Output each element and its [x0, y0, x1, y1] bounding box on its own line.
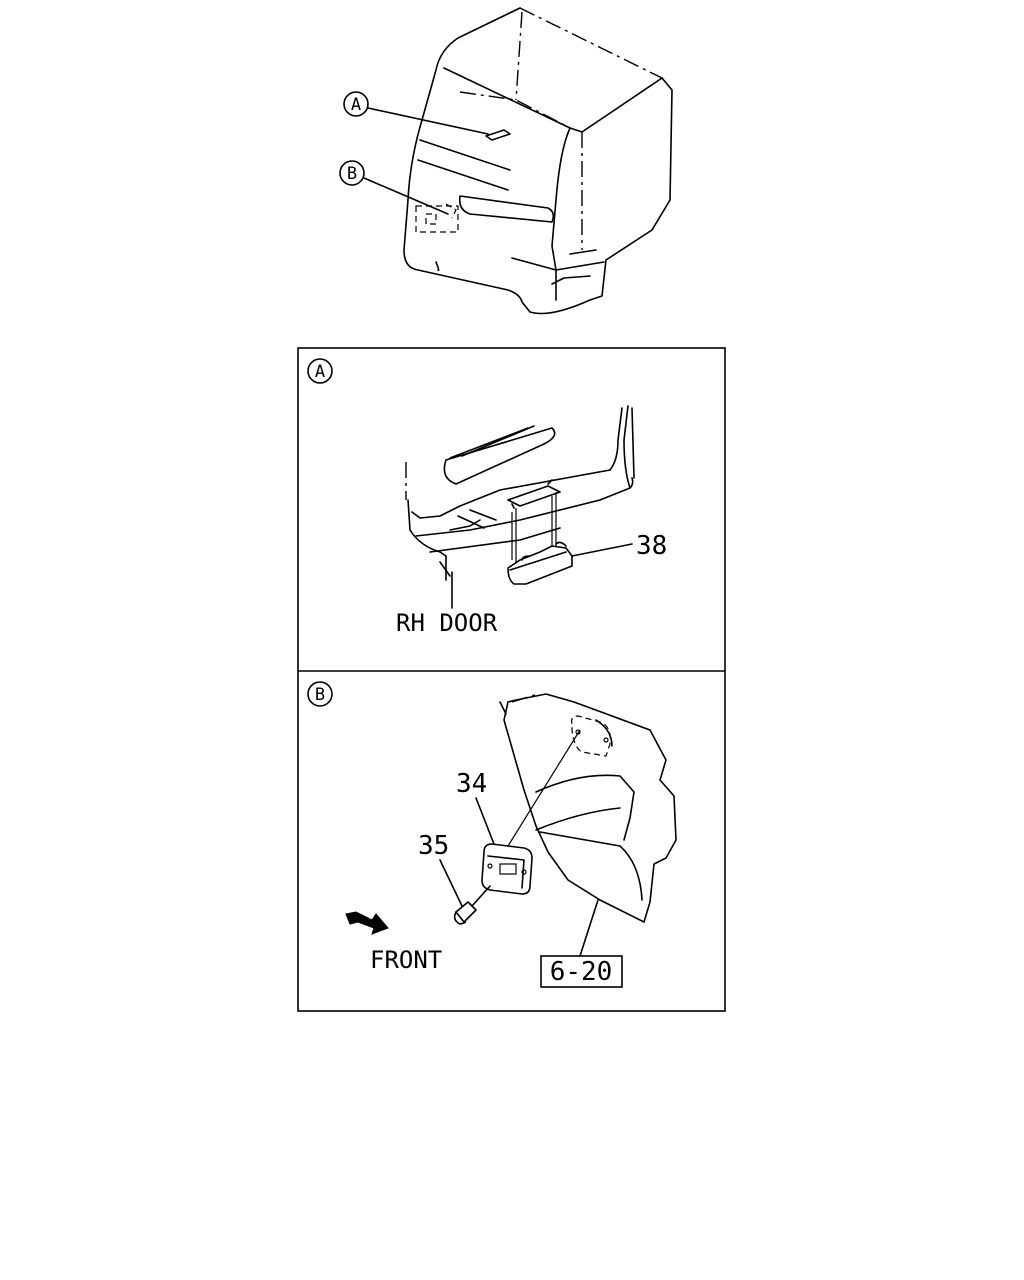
part-35-number: 35 [418, 831, 449, 861]
callout-a-label: A [351, 95, 361, 115]
part-34-plate [481, 843, 533, 895]
front-label: FRONT [370, 946, 442, 974]
callout-a: A [343, 91, 369, 117]
part-35-leader [439, 859, 463, 907]
callout-b-label: B [347, 164, 357, 184]
panel-b-marker-label: B [315, 685, 325, 705]
part-38-number: 38 [636, 531, 667, 561]
callout-b: B [339, 160, 365, 186]
part-38-leader [571, 543, 633, 557]
part-34-leader [475, 797, 495, 845]
panel-a-marker: A [307, 358, 333, 384]
ref-page-leader [579, 899, 599, 957]
detail-frame [297, 347, 726, 1012]
part-35-screw [453, 885, 491, 925]
panel-b: B 34 [307, 681, 677, 988]
panel-a: A [307, 358, 667, 637]
cab-overview [363, 7, 673, 315]
rh-door-label: RH DOOR [396, 609, 498, 637]
part-38-lamp [507, 541, 573, 585]
part-34-assembly-line [507, 729, 581, 847]
ref-page-box [540, 955, 623, 988]
panel-a-marker-label: A [315, 362, 325, 382]
front-arrow-icon [345, 911, 389, 935]
ref-page-label: 6-20 [550, 957, 613, 987]
panel-b-marker: B [307, 681, 333, 707]
part-34-number: 34 [456, 769, 487, 799]
door-roof-drawing [405, 405, 635, 581]
